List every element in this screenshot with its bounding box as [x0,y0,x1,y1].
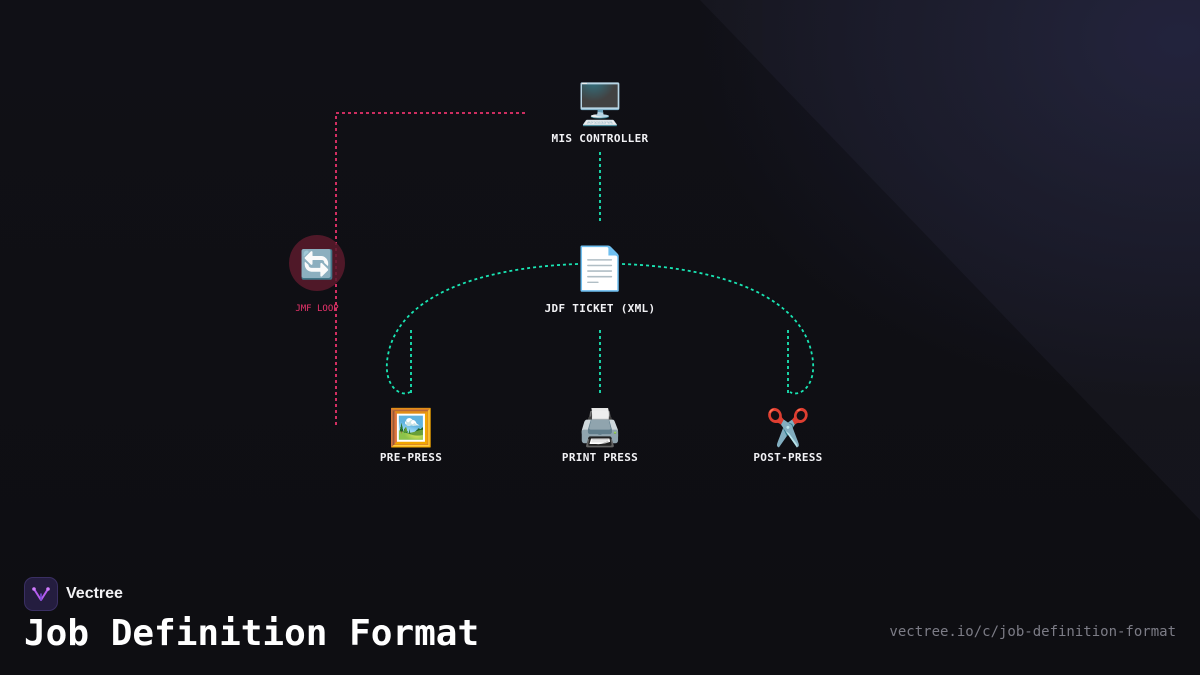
node-mis-controller: 🖥️ MIS CONTROLLER [552,81,649,145]
node-post-press: ✂️ POST-PRESS [753,406,822,464]
node-mis-controller-label: MIS CONTROLLER [552,132,649,145]
brand-block: Vectree [24,577,123,611]
node-post-press-label: POST-PRESS [753,451,822,464]
node-pre-press: 🖼️ PRE-PRESS [380,407,442,464]
page-url: vectree.io/c/job-definition-format [889,624,1176,640]
node-print-press-label: PRINT PRESS [562,451,638,464]
node-jdf-ticket: 📄 JDF TICKET (XML) [545,244,656,315]
jmf-loop-label: JMF LOOP [295,304,339,314]
edge-jdf-to-prepress-curve [385,263,579,395]
jmf-loop-badge-circle [289,235,345,291]
scissors-icon: ✂️ [766,406,811,449]
brand-name: Vectree [66,585,123,602]
node-jdf-ticket-label: JDF TICKET (XML) [545,302,656,315]
jmf-loop-line [335,112,525,425]
node-pre-press-label: PRE-PRESS [380,451,442,464]
refresh-arrows-icon: 🔄 [300,248,335,281]
vectree-logo-icon [24,577,58,611]
printer-icon: 🖨️ [578,407,623,449]
vectree-logo-mark [32,587,50,601]
page-title: Job Definition Format [24,613,480,654]
desktop-computer-icon: 🖥️ [575,81,625,128]
framed-picture-icon: 🖼️ [389,407,434,449]
document-icon: 📄 [574,244,626,293]
edge-jdf-to-postpress-curve [621,263,815,395]
jmf-loop-badge: 🔄 JMF LOOP [289,235,345,314]
node-print-press: 🖨️ PRINT PRESS [562,407,638,464]
